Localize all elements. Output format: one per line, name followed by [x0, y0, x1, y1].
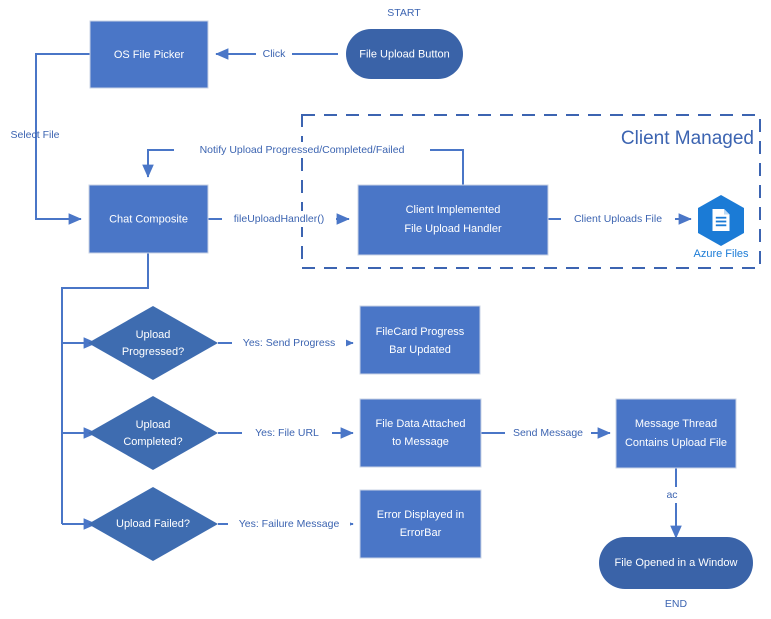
edge-label-file-upload-handler: fileUploadHandler(): [234, 213, 324, 225]
azure-files-icon: [698, 195, 744, 246]
node-message-thread-label-1: Message Thread: [635, 418, 717, 430]
node-error-displayed-label-1: Error Displayed in: [377, 509, 464, 521]
node-os-file-picker[interactable]: [89, 20, 209, 89]
node-filecard-progress-label-1: FileCard Progress: [376, 326, 465, 338]
client-managed-group-box: [301, 114, 761, 269]
client-managed-label: Client Managed: [621, 128, 754, 149]
azure-files-label: Azure Files: [693, 248, 749, 260]
node-filecard-progress-label-2: Bar Updated: [389, 344, 451, 356]
edge-label-client-uploads-file: Client Uploads File: [574, 213, 662, 225]
connector-select-file: [35, 53, 90, 225]
edge-label-ac: ac: [666, 489, 677, 501]
node-client-upload-handler[interactable]: [357, 184, 549, 256]
node-file-data-attached-label-2: to Message: [392, 436, 449, 448]
node-upload-completed-label-2: Completed?: [123, 436, 182, 448]
edge-label-yes-file-url: Yes: File URL: [255, 427, 319, 439]
node-upload-completed-label-1: Upload: [136, 419, 171, 431]
edge-label-yes-file-url-bg: [242, 425, 332, 441]
node-upload-failed-label: Upload Failed?: [116, 518, 190, 530]
edge-label-yes-failure-message-bg: [228, 516, 350, 532]
node-message-thread[interactable]: [615, 398, 737, 469]
edge-label-send-message: Send Message: [513, 427, 583, 439]
start-label: START: [387, 7, 421, 19]
node-file-upload-button-label: File Upload Button: [359, 48, 450, 60]
edge-label-yes-send-progress: Yes: Send Progress: [243, 337, 335, 349]
node-os-file-picker-label: OS File Picker: [114, 49, 185, 61]
edge-label-client-uploads-file-bg: [561, 211, 675, 227]
node-upload-failed-decision[interactable]: [88, 487, 218, 561]
node-file-opened-window-label: File Opened in a Window: [615, 557, 738, 569]
connector-chat-trunk: [61, 253, 149, 524]
edge-label-notify: Notify Upload Progressed/Completed/Faile…: [200, 144, 405, 156]
node-upload-progressed-label-1: Upload: [136, 329, 171, 341]
node-client-upload-handler-label-1: Client Implemented: [406, 204, 501, 216]
edge-label-select-file: Select File: [10, 129, 59, 141]
edge-label-yes-failure-message: Yes: Failure Message: [239, 518, 340, 530]
edge-label-ac-bg: [662, 487, 690, 503]
node-chat-composite-label: Chat Composite: [109, 213, 188, 225]
node-upload-progressed-label-2: Progressed?: [122, 346, 184, 358]
node-file-data-attached-label-1: File Data Attached: [376, 418, 466, 430]
end-label: END: [665, 598, 688, 610]
edge-label-notify-bg: [174, 142, 430, 158]
edge-label-send-message-bg: [505, 425, 591, 441]
node-error-displayed-label-2: ErrorBar: [400, 527, 442, 539]
node-client-upload-handler-label-2: File Upload Handler: [404, 223, 502, 235]
edge-label-yes-send-progress-bg: [232, 335, 346, 351]
node-message-thread-label-2: Contains Upload File: [625, 437, 727, 449]
node-file-upload-button[interactable]: [346, 29, 463, 79]
node-upload-completed-decision[interactable]: [88, 396, 218, 470]
node-file-data-attached[interactable]: [359, 398, 482, 468]
node-chat-composite[interactable]: [88, 184, 209, 254]
edge-label-file-upload-handler-bg: [222, 211, 336, 227]
node-upload-progressed-decision[interactable]: [88, 306, 218, 380]
node-file-opened-window[interactable]: [599, 537, 753, 589]
node-error-displayed[interactable]: [359, 489, 482, 559]
edge-label-click: Click: [263, 48, 286, 60]
edge-label-click-bg: [256, 46, 292, 62]
node-filecard-progress[interactable]: [359, 305, 481, 375]
